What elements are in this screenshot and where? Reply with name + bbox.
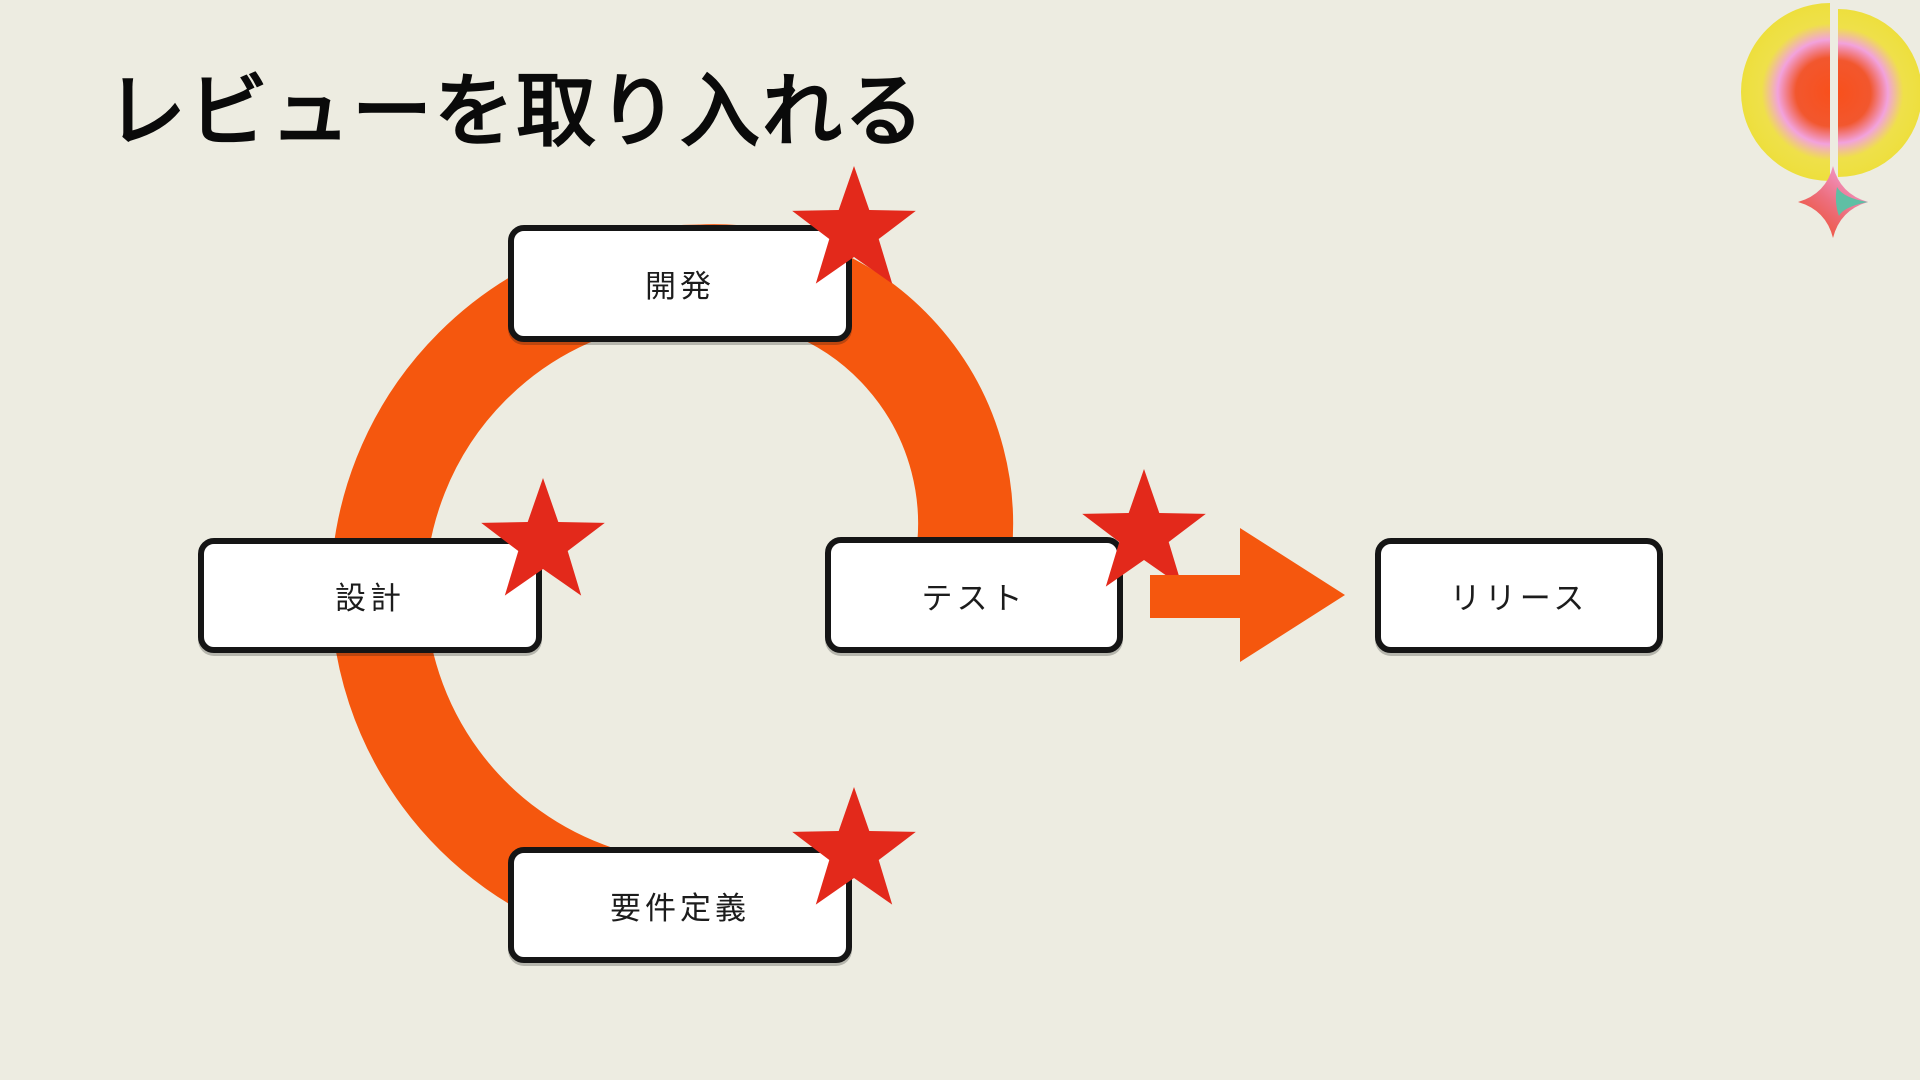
sparkle-teal-arm <box>1835 187 1868 216</box>
node-development-label: 開発 <box>645 269 715 304</box>
gradient-split-circle-logo <box>1741 3 1920 238</box>
node-release: リリース <box>1375 538 1663 653</box>
flow-arrow-right-icon <box>1150 528 1345 662</box>
node-design-label: 設計 <box>335 581 405 616</box>
node-test: テスト <box>825 537 1123 653</box>
node-test-label: テスト <box>921 580 1027 616</box>
node-requirements-label: 要件定義 <box>610 890 750 926</box>
node-release-label: リリース <box>1449 581 1589 616</box>
four-point-sparkle-icon <box>1798 166 1868 238</box>
node-requirements: 要件定義 <box>508 847 852 963</box>
node-development: 開発 <box>508 225 852 342</box>
node-design: 設計 <box>198 538 542 653</box>
logo-right-half-circle <box>1838 9 1920 177</box>
logo-left-half-circle <box>1741 3 1830 181</box>
page-title: レビューを取り入れる <box>106 67 926 156</box>
